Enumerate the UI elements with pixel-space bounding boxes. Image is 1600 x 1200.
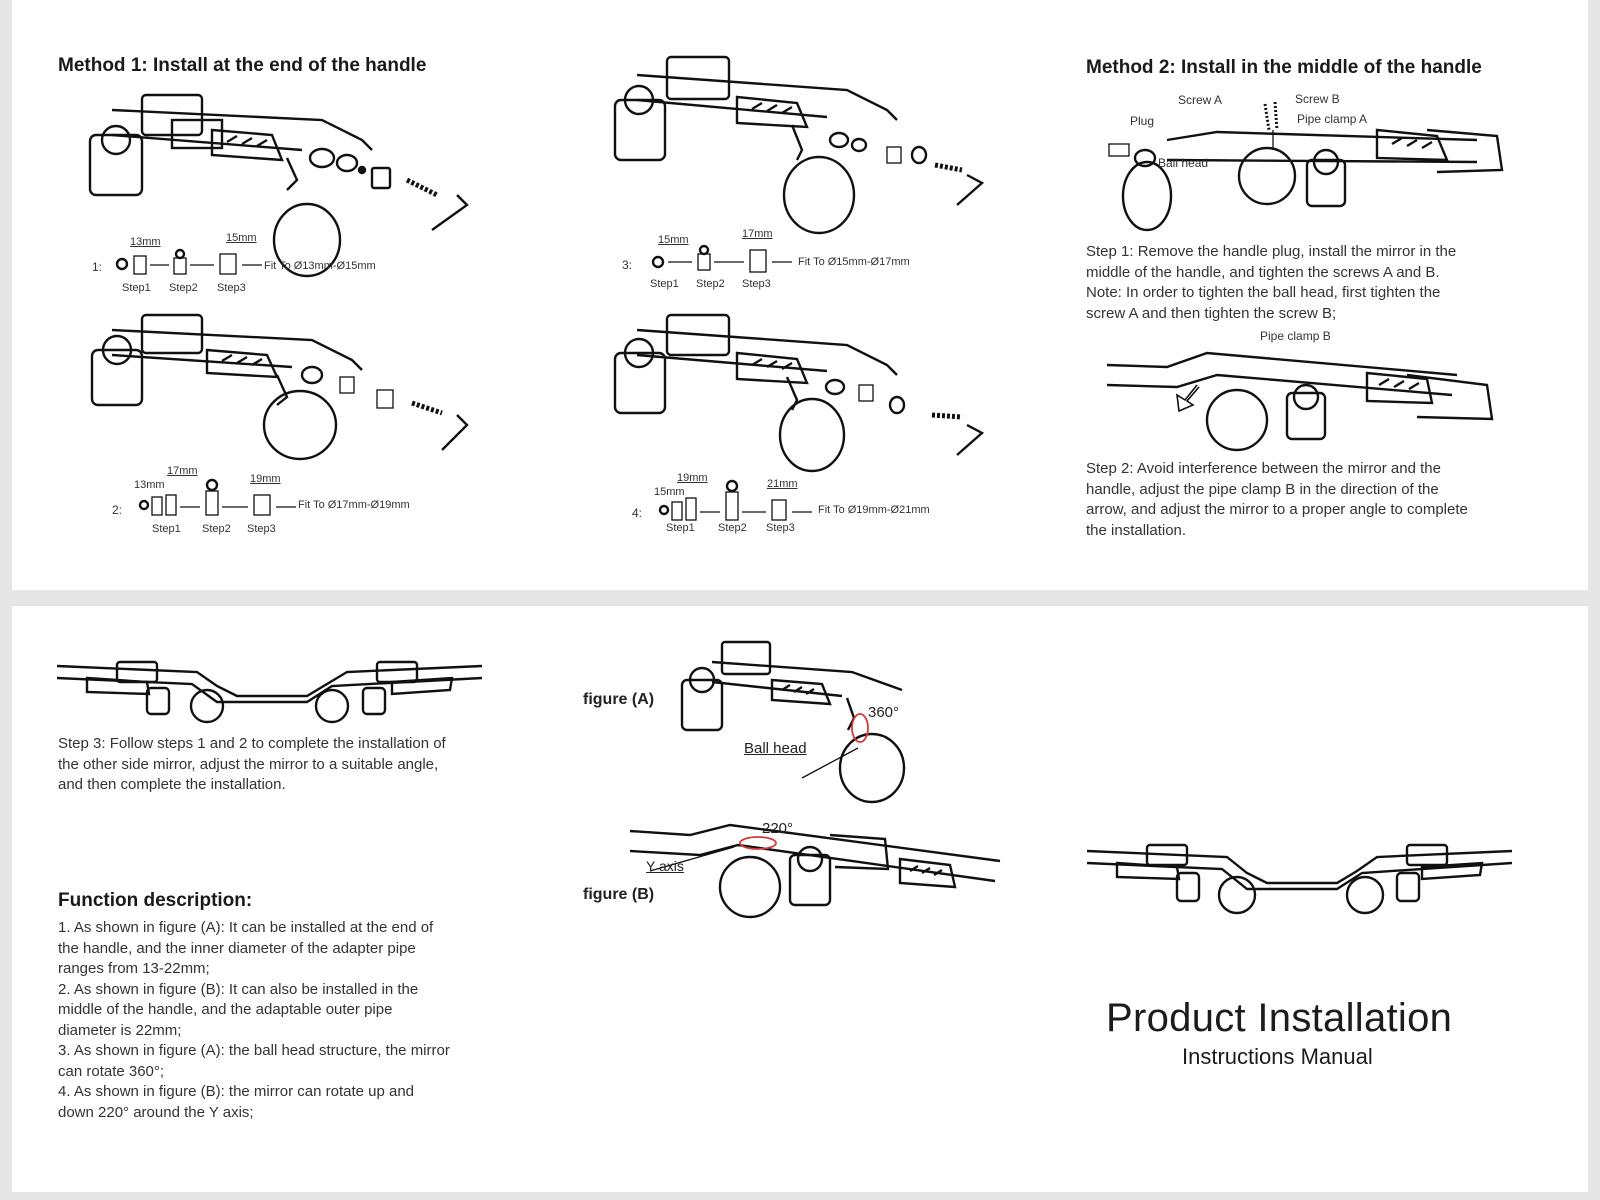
adapter-parts [138, 478, 296, 516]
text-line: middle of the handle, and the adaptable … [58, 1001, 393, 1018]
step-label: Step3 [766, 522, 795, 534]
figure-b-y-axis: Y axis [646, 858, 684, 874]
dimension-label: 17mm [742, 228, 773, 240]
label-ball-head: Ball head [1158, 156, 1209, 170]
adapter-parts [658, 479, 812, 521]
full-handlebar-illustration [56, 660, 483, 724]
row3: 3: 15mm 17mm Fit To Ø15mm-Ø17mm Step1 St… [622, 228, 982, 298]
text-line: diameter is 22mm; [58, 1021, 182, 1039]
text-line: can rotate 360°; [58, 1062, 165, 1080]
handlebar-end-illustration-2 [90, 313, 469, 461]
dimension-label: 19mm [677, 472, 708, 484]
row1: 1: 13mm 15mm Fit To Ø13mm-Ø15mm Step1 St… [92, 232, 452, 302]
figure-a-label: figure (A) [583, 691, 655, 708]
text-line: and then complete the installation. [58, 776, 286, 793]
label-pipe-clamp-a: Pipe clamp A [1297, 112, 1368, 126]
figure-b-illustration [629, 823, 1001, 919]
dimension-label: 15mm [226, 232, 257, 244]
label-pipe-clamp-b: Pipe clamp B [1260, 329, 1331, 343]
row-number: 1: [92, 260, 103, 274]
step3-text: Step 3: Follow steps 1 and 2 to complete… [58, 734, 498, 796]
text-line: arrow, and adjust the mirror to a proper… [1086, 501, 1468, 518]
figure-b-angle: 220° [762, 820, 794, 837]
handlebar-end-illustration-1 [88, 93, 469, 278]
step-label: Step2 [696, 278, 725, 290]
dimension-label: 13mm [130, 236, 161, 248]
text-line: Step 2: Avoid interference between the m… [1086, 460, 1441, 477]
fit-label: Fit To Ø17mm-Ø19mm [298, 499, 410, 511]
figure-a-ball-head: Ball head [744, 740, 807, 757]
label-screw-b: Screw B [1295, 92, 1340, 106]
text-line: Note: In order to tighten the ball head,… [1086, 284, 1441, 301]
figure-a-illustration [680, 640, 906, 804]
step-label: Step1 [666, 522, 695, 534]
handlebar-end-illustration-3 [613, 55, 985, 235]
fit-label: Fit To Ø13mm-Ø15mm [264, 260, 376, 272]
text-line: the other side mirror, adjust the mirror… [58, 755, 439, 773]
method1-title: Method 1: Install at the end of the hand… [58, 55, 427, 76]
row-number: 3: [622, 258, 633, 272]
text-line: screw A and then tighten the screw B; [1086, 304, 1337, 322]
text-line: middle of the handle, and tighten the sc… [1086, 263, 1440, 281]
label-screw-a: Screw A [1178, 93, 1223, 107]
text-line: the handle, and the inner diameter of th… [58, 939, 416, 957]
bottom-page: Step 3: Follow steps 1 and 2 to complete… [12, 606, 1588, 1192]
text-line: 2. As shown in figure (B): It can also b… [58, 980, 419, 998]
step-label: Step1 [650, 278, 679, 290]
full-handlebar-illustration-right [1086, 843, 1513, 915]
step-label: Step2 [169, 282, 198, 294]
step-label: Step3 [247, 523, 276, 535]
dimension-label: 15mm [658, 234, 689, 246]
text-line: Step 3: Follow steps 1 and 2 to complete… [58, 735, 446, 752]
label-plug: Plug [1130, 114, 1155, 128]
method2-step1: Step 1: Remove the handle plug, install … [1086, 242, 1556, 324]
handlebar-end-illustration-4 [613, 313, 985, 473]
method2-title: Method 2: Install in the middle of the h… [1086, 57, 1482, 78]
text-line: 1. As shown in figure (A): It can be ins… [58, 919, 434, 936]
product-subtitle: Instructions Manual [1182, 1044, 1373, 1069]
step-label: Step1 [122, 282, 151, 294]
function-list: 1. As shown in figure (A): It can be ins… [58, 918, 508, 1123]
text-line: 4. As shown in figure (B): the mirror ca… [58, 1083, 415, 1100]
handlebar-middle-illustration [1108, 101, 1504, 232]
figure-a-angle: 360° [868, 704, 900, 721]
row4: 4: 15mm 19mm 21mm Fit To Ø19mm-Ø21mm Ste… [632, 470, 992, 550]
step-label: Step1 [152, 523, 181, 535]
row-number: 4: [632, 506, 643, 520]
fit-label: Fit To Ø15mm-Ø17mm [798, 256, 910, 268]
method2-step2: Step 2: Avoid interference between the m… [1086, 459, 1556, 541]
product-title: Product Installation [1106, 996, 1453, 1040]
text-line: Step 1: Remove the handle plug, install … [1086, 243, 1457, 260]
text-line: handle, adjust the pipe clamp B in the d… [1086, 480, 1439, 498]
dimension-label: 21mm [767, 478, 798, 490]
function-title: Function description: [58, 890, 253, 911]
row2: 2: 13mm 17mm 19mm Fit To Ø17mm-Ø19mm Ste… [112, 465, 472, 545]
row-number: 2: [112, 503, 123, 517]
text-line: the installation. [1086, 521, 1187, 539]
dimension-label: 15mm [654, 486, 685, 498]
step-label: Step3 [217, 282, 246, 294]
step-label: Step2 [718, 522, 747, 534]
step-label: Step2 [202, 523, 231, 535]
fit-label: Fit To Ø19mm-Ø21mm [818, 504, 930, 516]
dimension-label: 17mm [167, 465, 198, 477]
text-line: 3. As shown in figure (A): the ball head… [58, 1042, 450, 1059]
text-line: down 220° around the Y axis; [58, 1103, 254, 1121]
dimension-label: 13mm [134, 479, 165, 491]
adapter-parts [115, 248, 262, 275]
text-line: ranges from 13-22mm; [58, 960, 210, 977]
adapter-parts [651, 244, 792, 273]
step-label: Step3 [742, 278, 771, 290]
dimension-label: 19mm [250, 473, 281, 485]
pipe-clamp-b-illustration [1106, 351, 1494, 452]
figure-b-label: figure (B) [583, 886, 655, 903]
top-page: Method 1: Install at the end of the hand… [12, 0, 1588, 590]
